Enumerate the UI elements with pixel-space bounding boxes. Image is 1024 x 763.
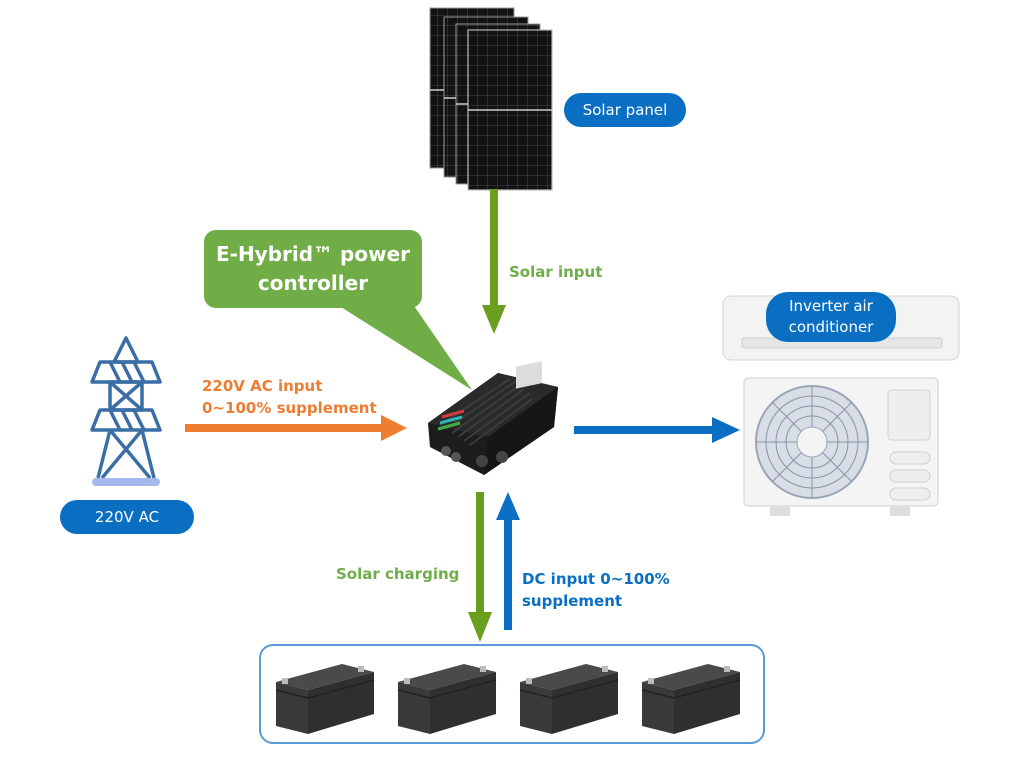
power-controller-image	[428, 361, 558, 475]
battery-image	[641, 664, 741, 734]
dc-input-label: DC input 0~100% supplement	[522, 570, 670, 610]
ac-input-arrow	[185, 415, 407, 441]
solar-input-arrow	[482, 189, 506, 334]
solar-charging-label: Solar charging	[336, 565, 460, 583]
dc-input-arrow	[496, 492, 520, 630]
solar-panel-image	[429, 7, 553, 191]
battery-bank-frame	[259, 644, 765, 744]
callout-pointer	[330, 300, 472, 390]
transmission-tower-icon	[90, 336, 162, 486]
air-conditioner-outdoor-unit	[743, 377, 939, 516]
battery-image	[397, 664, 497, 734]
grid-label: 220V AC	[60, 500, 194, 534]
solar-charging-arrow	[468, 492, 492, 642]
battery-image	[275, 664, 375, 734]
battery-image	[519, 664, 619, 734]
air-conditioner-label: Inverter air conditioner	[766, 292, 896, 342]
ac-input-label: 220V AC input 0~100% supplement	[202, 377, 377, 417]
solar-panel-label: Solar panel	[564, 93, 686, 127]
output-arrow	[574, 417, 740, 443]
solar-input-label: Solar input	[509, 263, 603, 281]
controller-callout: E-Hybrid™ power controller	[204, 230, 422, 308]
